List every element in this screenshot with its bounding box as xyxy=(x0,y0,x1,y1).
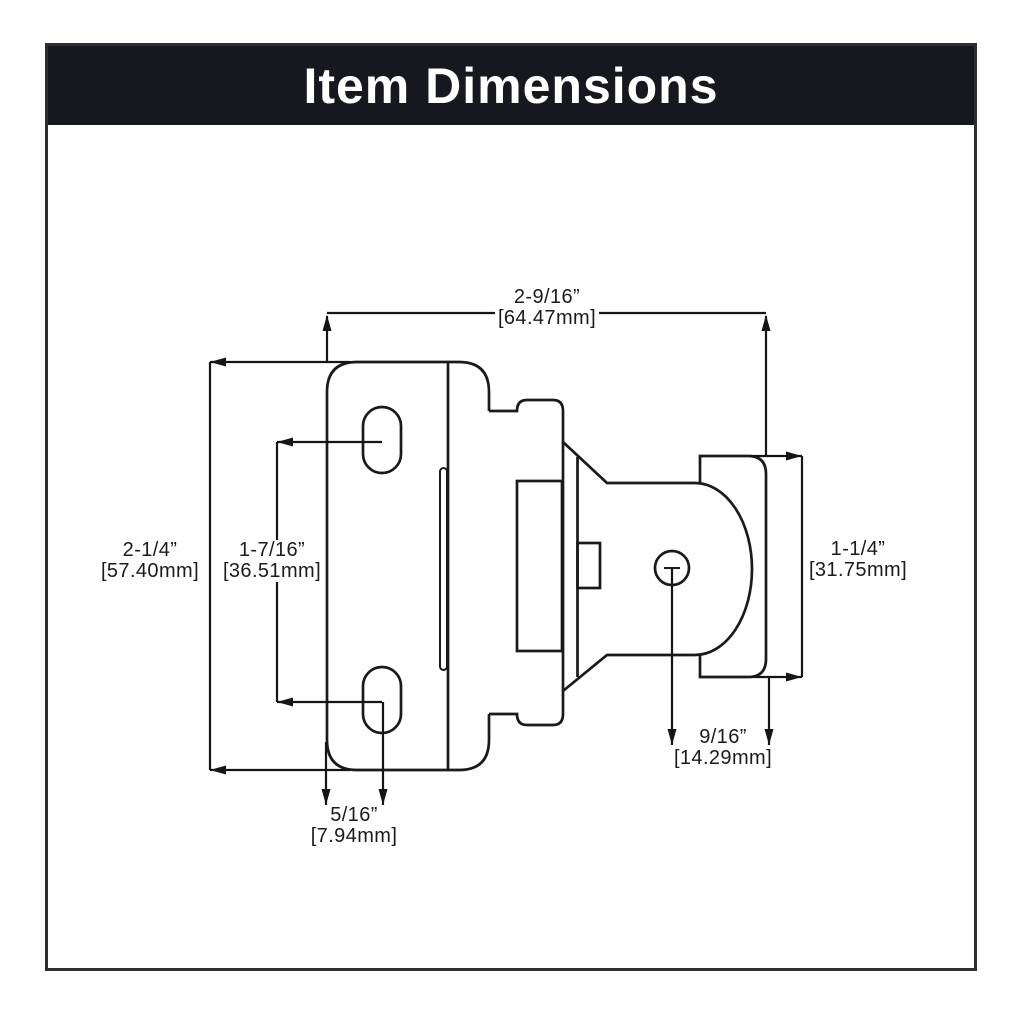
arrowhead-left-slot-bottom xyxy=(277,697,293,707)
door-wing-outline xyxy=(698,454,768,679)
hinge-arm-outline xyxy=(489,398,754,727)
arrowhead-left-top xyxy=(210,357,226,367)
mounting-plate-outline xyxy=(325,360,491,772)
dim-value-inches: 2-9/16” xyxy=(510,287,584,308)
arrowhead-left-bottom xyxy=(210,765,226,775)
dim-value-inches: 1-7/16” xyxy=(235,540,309,561)
arrowhead-down-offset-left xyxy=(321,789,331,805)
dim-value-mm: [36.51mm] xyxy=(219,561,325,582)
dim-value-inches: 2-1/4” xyxy=(119,540,181,561)
screw-slot-top xyxy=(361,405,403,475)
arrowhead-right-wing-top xyxy=(786,451,802,461)
dim-value-mm: [14.29mm] xyxy=(670,748,776,769)
dim-value-inches: 5/16” xyxy=(327,805,381,826)
dimension-label-overall-width: 2-9/16” [64.47mm] xyxy=(494,287,600,329)
plate-edge-detail xyxy=(439,467,448,671)
arrowhead-down-offset-right xyxy=(378,789,388,805)
arrowhead-down-pivot-right xyxy=(764,729,774,745)
dimension-label-slot-spacing: 1-7/16” [36.51mm] xyxy=(219,540,325,582)
header-banner: Item Dimensions xyxy=(48,46,974,125)
content-frame: Item Dimensions xyxy=(45,43,977,971)
dim-value-mm: [57.40mm] xyxy=(97,561,203,582)
dimension-label-pivot-to-edge: 9/16” [14.29mm] xyxy=(670,727,776,769)
arm-face-plate xyxy=(515,479,564,653)
dim-value-mm: [7.94mm] xyxy=(307,826,401,847)
dimension-label-wing-height: 1-1/4” [31.75mm] xyxy=(805,539,911,581)
arrowhead-down-pivot-left xyxy=(667,729,677,745)
adjustment-tab xyxy=(576,541,602,590)
dim-value-mm: [31.75mm] xyxy=(805,560,911,581)
dimension-label-overall-height: 2-1/4” [57.40mm] xyxy=(97,540,203,582)
arrowhead-left-slot-top xyxy=(277,437,293,447)
dim-value-inches: 9/16” xyxy=(696,727,750,748)
page-title: Item Dimensions xyxy=(303,57,719,114)
arrowhead-up-right xyxy=(761,315,771,331)
dimension-label-edge-to-slot: 5/16” [7.94mm] xyxy=(307,805,401,847)
arrowhead-right-wing-bottom xyxy=(786,672,802,682)
arrowhead-up-left xyxy=(322,315,332,331)
dim-value-inches: 1-1/4” xyxy=(827,539,889,560)
dim-value-mm: [64.47mm] xyxy=(494,308,600,329)
